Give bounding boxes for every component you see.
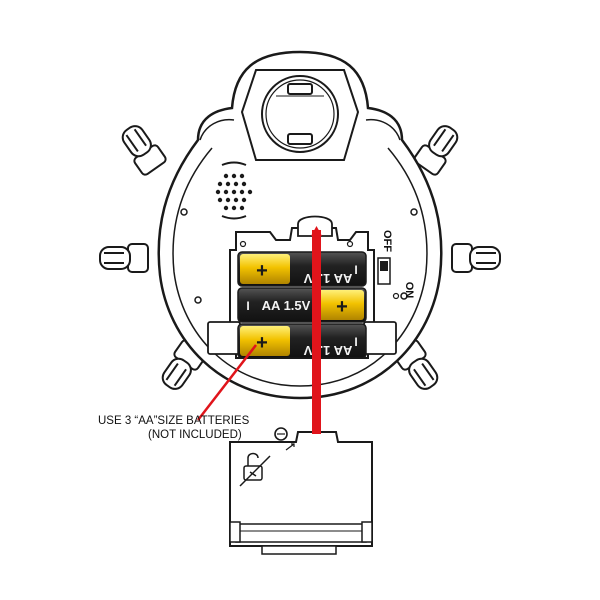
battery-middle: I AA 1.5V + bbox=[237, 287, 367, 323]
battery-minus-sign: I bbox=[354, 335, 357, 349]
battery-label: AA 1.5V bbox=[303, 271, 352, 286]
leg-middle-left bbox=[99, 243, 149, 273]
battery-minus-sign: I bbox=[354, 263, 357, 277]
battery-top: + AA 1.5V I bbox=[237, 251, 367, 287]
power-switch[interactable]: OFF ON bbox=[377, 230, 415, 300]
battery-label: AA 1.5V bbox=[262, 298, 311, 313]
unlock-icon bbox=[239, 452, 271, 487]
installation-arrow bbox=[311, 226, 322, 434]
screw-icon bbox=[400, 292, 408, 300]
robot-legs bbox=[99, 125, 501, 390]
shoulder-right bbox=[365, 118, 401, 141]
battery-label: AA 1.5V bbox=[303, 343, 352, 358]
battery-door[interactable] bbox=[229, 427, 373, 555]
head-socket bbox=[240, 69, 360, 161]
battery-plus-sign: + bbox=[256, 332, 268, 354]
leg-middle-right bbox=[451, 243, 501, 273]
battery-instruction-line2: (NOT INCLUDED) bbox=[148, 429, 242, 441]
leg-upper-right bbox=[413, 125, 459, 176]
leg-lower-right bbox=[393, 339, 439, 390]
switch-indicator-dot bbox=[392, 292, 400, 300]
leg-lower-left bbox=[161, 339, 207, 390]
shoulder-left bbox=[199, 118, 235, 141]
screw-icon bbox=[410, 208, 418, 216]
speaker-grille-icon bbox=[215, 161, 253, 220]
battery-plus-sign: + bbox=[256, 260, 268, 282]
screw-holes bbox=[180, 208, 418, 304]
switch-on-label: ON bbox=[403, 282, 415, 299]
battery-bottom: + AA 1.5V I bbox=[237, 323, 367, 359]
battery-instruction-line1: USE 3 “AA”SIZE BATTERIES bbox=[98, 415, 250, 427]
caption-pointer-line bbox=[197, 344, 257, 421]
battery-minus-sign: I bbox=[246, 299, 249, 313]
battery-plus-sign: + bbox=[336, 296, 348, 318]
battery-clip-icon bbox=[297, 215, 333, 237]
leg-upper-left bbox=[121, 125, 167, 176]
screw-arrow-icon bbox=[285, 443, 295, 451]
body-inner-outline bbox=[172, 147, 428, 387]
screw-icon bbox=[180, 208, 188, 216]
screw-icon bbox=[194, 296, 202, 304]
switch-off-label: OFF bbox=[381, 230, 393, 252]
